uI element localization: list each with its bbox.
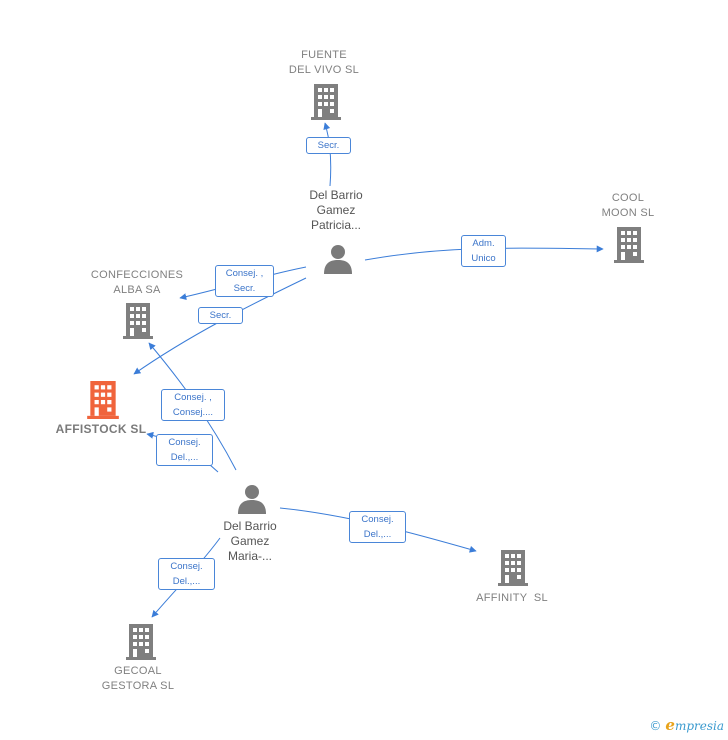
building-icon-highlight[interactable]	[87, 381, 119, 419]
node-label-maria[interactable]: Del Barrio Gamez Maria-...	[223, 519, 277, 563]
brand-logo-text: mpresia	[674, 719, 724, 733]
edge-label-e6[interactable]: Consej. Del.,...	[156, 434, 213, 466]
edge-label-e8[interactable]: Consej. Del.,...	[158, 558, 215, 590]
node-label-affistock[interactable]: AFFISTOCK SL	[55, 422, 147, 436]
edge-label-e4[interactable]: Secr.	[198, 307, 243, 324]
building-icon[interactable]	[123, 303, 153, 339]
edge-line-e1	[323, 122, 332, 187]
building-icon[interactable]	[311, 84, 341, 120]
node-label-affinity[interactable]: AFFINITY SL	[476, 592, 548, 604]
copyright-symbol: ©	[649, 719, 662, 733]
edge-label-e5[interactable]: Consej. , Consej....	[161, 389, 225, 421]
person-icon[interactable]	[324, 245, 352, 274]
edge-label-e7[interactable]: Consej. Del.,...	[349, 511, 406, 543]
building-icon[interactable]	[498, 550, 528, 586]
brand-footer[interactable]: ©empresia	[649, 716, 724, 734]
brand-logo-e: e	[665, 716, 675, 734]
person-icon[interactable]	[238, 485, 266, 514]
building-icon[interactable]	[614, 227, 644, 263]
node-label-patricia[interactable]: Del Barrio Gamez Patricia...	[309, 188, 363, 232]
edge-label-e2[interactable]: Adm. Unico	[461, 235, 506, 267]
node-label-confecciones[interactable]: CONFECCIONES ALBA SA	[90, 269, 184, 296]
edge-label-e1[interactable]: Secr.	[306, 137, 351, 154]
edge-label-e3[interactable]: Consej. , Secr.	[215, 265, 274, 297]
node-label-gecoal[interactable]: GECOAL GESTORA SL	[101, 665, 175, 692]
node-label-cool[interactable]: COOL MOON SL	[601, 192, 655, 219]
node-label-fuente[interactable]: FUENTE DEL VIVO SL	[288, 49, 360, 76]
building-icon[interactable]	[126, 624, 156, 660]
